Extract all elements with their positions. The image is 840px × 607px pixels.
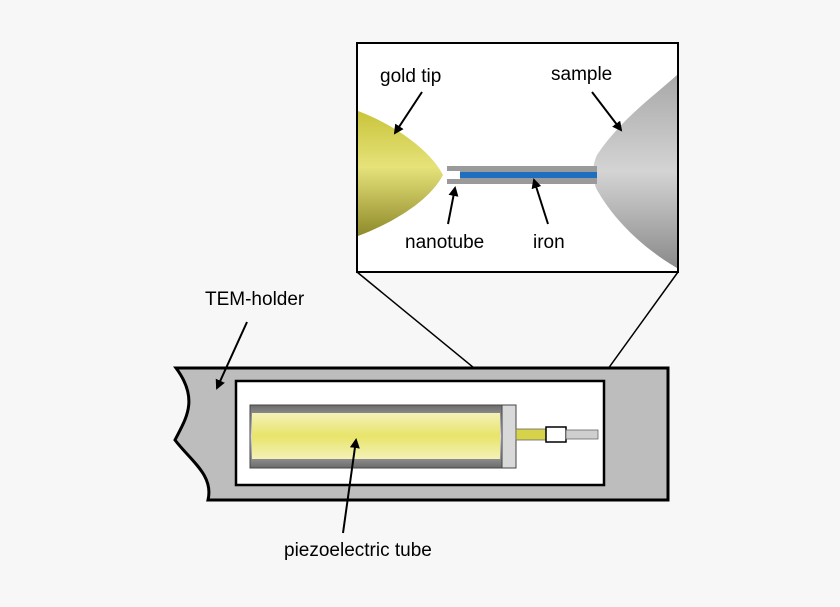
piezo-tube-endcap bbox=[501, 404, 517, 469]
sample-rod bbox=[565, 429, 599, 440]
piezo-tube-core bbox=[252, 413, 500, 459]
sample-shape bbox=[593, 75, 677, 268]
inset-view: gold tip sample nanotube iron bbox=[356, 42, 679, 273]
nanotube-arrow bbox=[447, 186, 459, 225]
sample-arrow bbox=[591, 91, 623, 132]
nanotube-label: nanotube bbox=[405, 232, 484, 253]
gold-tip-shape bbox=[358, 111, 443, 236]
zoom-box bbox=[545, 426, 567, 443]
nanotube-inner bbox=[460, 172, 597, 178]
tem-holder-label: TEM-holder bbox=[205, 289, 305, 310]
tem-holder: TEM-holder piezoelectric tube bbox=[173, 289, 670, 561]
tip-rod bbox=[515, 428, 547, 441]
tem-holder-arrow bbox=[215, 321, 248, 390]
piezo-tube-arrow bbox=[342, 438, 360, 534]
gold-tip-label: gold tip bbox=[380, 66, 441, 87]
nanotube-end-white bbox=[447, 171, 460, 179]
sample-label: sample bbox=[551, 64, 612, 85]
gold-tip-arrow bbox=[393, 91, 423, 135]
iron-label: iron bbox=[533, 232, 565, 253]
piezo-tube-label: piezoelectric tube bbox=[284, 540, 432, 561]
iron-arrow bbox=[531, 178, 549, 225]
